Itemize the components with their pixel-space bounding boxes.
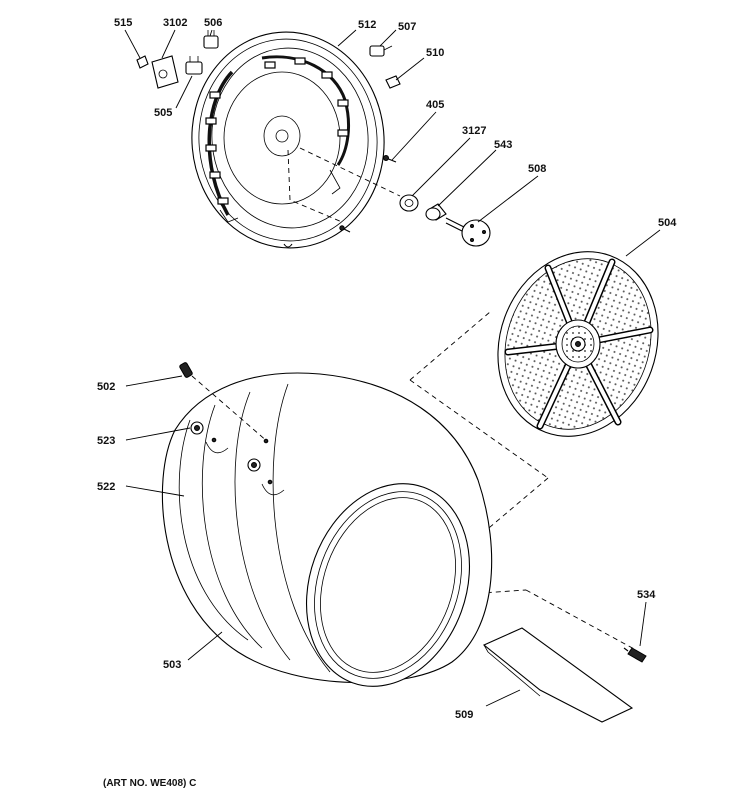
callout-507: 507 [398,21,416,33]
drum-assembly [161,372,493,687]
part-507-thermal-fuse [369,45,393,57]
part-509-glide [482,627,634,723]
callout-405: 405 [426,99,444,111]
callout-506: 506 [204,17,222,29]
callout-3127: 3127 [462,125,486,137]
part-505-thermostat [185,56,203,75]
part-508-shaft-hub [445,217,491,247]
callout-504: 504 [658,217,677,229]
part-lower-screw [339,225,351,233]
callout-534: 534 [637,589,656,601]
callout-523: 523 [97,435,115,447]
callout-509: 509 [455,709,473,721]
drum-rear-panel [497,251,659,437]
heater-coil [207,70,234,216]
callout-508: 508 [528,163,546,175]
part-3127-washer [399,194,419,212]
part-502-screw [179,362,193,378]
callout-503: 503 [163,659,181,671]
callout-505: 505 [154,107,172,119]
part-543-bearing [425,203,447,221]
art-number-footer: (ART NO. WE408) C [103,778,196,789]
callout-515: 515 [114,17,132,29]
part-506-thermostat [203,30,219,49]
part-3102-plate [151,55,179,89]
part-405-screw [383,155,397,163]
part-510-bracket [385,75,401,89]
callout-543: 543 [494,139,512,151]
callout-510: 510 [426,47,444,59]
part-515-clip [136,55,149,69]
rear-bulkhead [191,31,385,249]
part-534-screw [623,647,647,663]
callout-502: 502 [97,381,115,393]
callout-3102: 3102 [163,17,187,29]
callout-522: 522 [97,481,115,493]
callout-512: 512 [358,19,376,31]
